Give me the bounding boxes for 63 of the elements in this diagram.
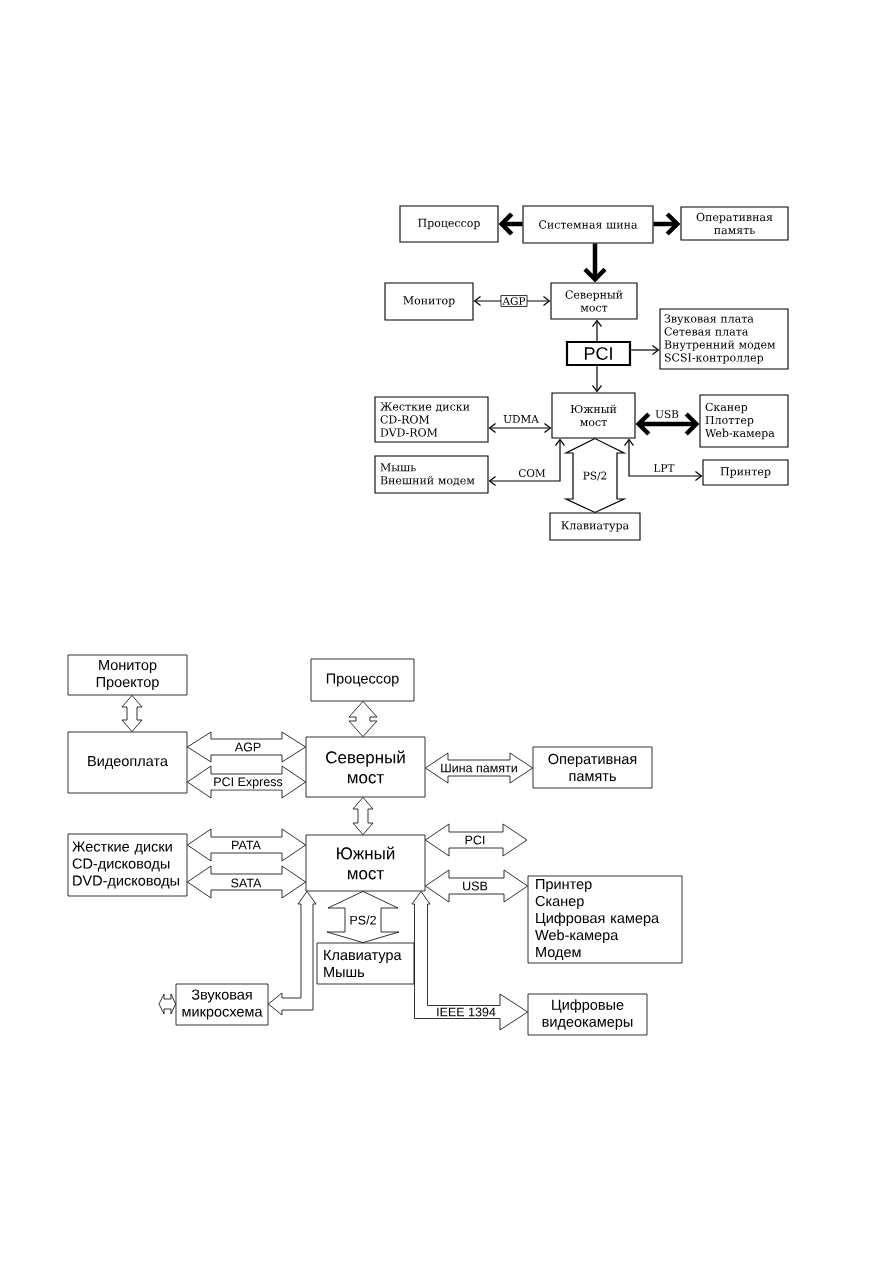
bus-box: Системная шина — [522, 205, 654, 244]
component-box: Звуковая плата Сетевая плата Внутренний модем SCSI-контроллер — [659, 308, 789, 370]
arrow — [488, 438, 566, 487]
block-arrow — [187, 731, 306, 763]
edge-label: USB — [461, 881, 489, 891]
component-box: Принтер Сканер Цифровая камера Web-камера Модем — [527, 875, 683, 964]
block-arrow — [121, 695, 143, 732]
component-box: Оперативная память — [532, 746, 653, 789]
edge-label: PCI Express — [212, 776, 284, 790]
arrow — [488, 422, 552, 434]
arrow — [635, 412, 700, 436]
component-box: Цифровые видеокамеры — [527, 993, 648, 1036]
component-box: Южный мост — [551, 392, 636, 439]
edge-label: IEEE 1394 — [435, 1007, 497, 1017]
component-box: Принтер — [702, 459, 789, 486]
edge-label: UDMA — [502, 414, 540, 424]
component-box: Жесткие диски CD-ROM DVD-ROM — [374, 396, 489, 443]
arrow — [591, 365, 603, 393]
block-arrow — [411, 891, 528, 1031]
edge-label: AGP — [234, 742, 262, 752]
block-arrow — [187, 828, 306, 862]
component-box: Монитор — [384, 282, 474, 321]
component-box: Южный мост — [305, 834, 426, 892]
edge-label: Шина памяти — [439, 763, 519, 773]
edge-label: AGP — [500, 295, 528, 307]
block-arrow — [187, 865, 306, 899]
bus-box: PCI — [565, 340, 632, 367]
arrow — [653, 212, 681, 236]
arrow — [591, 319, 603, 342]
component-box: Звуковая микросхема — [175, 983, 269, 1026]
block-arrow — [352, 797, 374, 835]
component-box: Северный мост — [550, 282, 638, 320]
block-arrow — [348, 701, 378, 737]
block-arrow — [326, 891, 400, 943]
component-box: Северный мост — [305, 736, 426, 798]
edge-label: COM — [517, 468, 547, 478]
component-box: Клавиатура — [549, 512, 641, 541]
component-box: Видеоплата — [67, 731, 188, 794]
arrow — [623, 438, 703, 482]
edge-label: USB — [654, 409, 680, 419]
edge-label: LPT — [653, 463, 675, 473]
arrow — [630, 344, 660, 356]
component-box: Мышь Внешний модем — [374, 455, 489, 494]
component-box: Клавиатура Мышь — [316, 942, 415, 985]
component-box: Жесткие диски CD-дисководы DVD-дисководы — [67, 833, 188, 897]
edge-label: PATA — [230, 840, 262, 850]
component-box: Процессор — [310, 658, 415, 702]
block-arrow — [563, 437, 627, 514]
block-arrow — [425, 752, 533, 784]
block-arrow — [425, 869, 528, 903]
component-box: Монитор Проектор — [67, 654, 188, 696]
arrow — [583, 243, 607, 283]
block-arrow — [268, 891, 317, 1016]
edge-label: PCI — [464, 835, 486, 845]
block-arrow — [187, 765, 306, 799]
edge-label: PS/2 — [348, 914, 378, 926]
component-box: Процессор — [399, 205, 499, 243]
block-arrow — [425, 823, 528, 857]
edge-label: SATA — [230, 878, 262, 888]
component-box: Оперативная память — [680, 206, 789, 241]
component-box: Сканер Плоттер Web-камера — [699, 394, 789, 448]
edge-label: PS/2 — [582, 471, 608, 481]
block-arrow — [158, 993, 176, 1015]
